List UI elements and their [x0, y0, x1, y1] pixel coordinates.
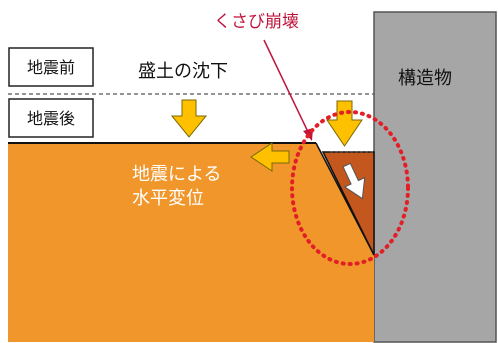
- wedge-callout-line: [263, 39, 310, 135]
- horizontal-displacement-label-line1: 地震による: [132, 164, 221, 185]
- embankment-settlement-label: 盛土の沈下: [138, 61, 228, 82]
- wedge-down-arrow: [326, 100, 363, 147]
- wedge-slide-arrow: [342, 162, 366, 200]
- settlement-down-arrow: [170, 99, 208, 138]
- embankment-body: [8, 143, 374, 342]
- wedge-collapse-label: くさび崩壊: [214, 12, 299, 32]
- structure-block: [373, 11, 497, 343]
- structure-label: 構造物: [398, 68, 452, 89]
- horizontal-left-arrow: [250, 142, 290, 172]
- horizontal-displacement-label-line2: 水平変位: [132, 188, 204, 209]
- after-quake-label: 地震後: [27, 109, 75, 128]
- wedge-highlight-circle: [290, 110, 410, 266]
- after-quake-box: [8, 98, 94, 138]
- before-quake-box: [8, 47, 94, 87]
- before-quake-label: 地震前: [27, 58, 75, 77]
- slip-line: [315, 142, 375, 256]
